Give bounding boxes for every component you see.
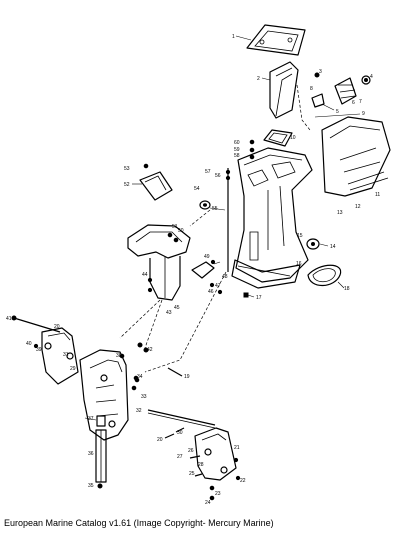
part-cross-shaft xyxy=(147,409,216,429)
label-8: 8 xyxy=(310,86,313,92)
part-small-hardware xyxy=(147,277,223,295)
label-31: 31 xyxy=(63,352,69,358)
part-side-cover xyxy=(321,116,391,197)
label-15: 15 xyxy=(297,233,303,239)
label-30: 30 xyxy=(177,430,183,436)
label-43: 43 xyxy=(166,310,172,316)
part-tilt-tube xyxy=(84,415,107,489)
label-60: 60 xyxy=(234,140,240,146)
part-top-gasket xyxy=(235,24,306,56)
label-53: 53 xyxy=(124,166,130,172)
label-27: 27 xyxy=(177,454,183,460)
label-23: 23 xyxy=(215,491,221,497)
label-26: 26 xyxy=(188,448,194,454)
part-bumper-pad xyxy=(132,163,173,201)
label-46: 46 xyxy=(208,289,214,295)
part-driveshaft-housing xyxy=(235,147,313,283)
label-59: 59 xyxy=(234,147,240,153)
label-40: 40 xyxy=(26,341,32,347)
assembly-lines xyxy=(119,84,311,373)
label-37: 37 xyxy=(88,416,94,422)
label-13: 13 xyxy=(337,210,343,216)
label-39: 39 xyxy=(36,347,42,353)
label-11: 11 xyxy=(375,192,380,198)
part-seal-strip xyxy=(314,113,361,118)
label-56: 56 xyxy=(215,173,221,179)
label-22: 22 xyxy=(240,478,246,484)
label-12: 12 xyxy=(355,204,361,210)
label-9: 9 xyxy=(362,111,365,117)
part-ring-seal xyxy=(307,264,345,289)
label-34: 34 xyxy=(137,374,143,380)
part-stern-bracket xyxy=(79,349,139,441)
label-35: 35 xyxy=(88,483,94,489)
part-center-left-hardware xyxy=(119,342,149,383)
part-screw-17 xyxy=(243,292,255,298)
label-20b: 20 xyxy=(157,437,163,443)
label-19: 19 xyxy=(184,374,190,380)
label-33: 33 xyxy=(141,394,147,400)
label-45: 45 xyxy=(174,305,180,311)
label-38: 38 xyxy=(116,353,122,359)
label-51: 51 xyxy=(172,224,178,230)
part-pin-19 xyxy=(167,367,183,377)
label-54: 54 xyxy=(194,186,200,192)
label-28: 28 xyxy=(198,462,204,468)
label-41: 41 xyxy=(6,316,12,322)
part-center-studs xyxy=(225,139,255,181)
label-20a: 20 xyxy=(54,324,60,330)
part-anode-plate xyxy=(231,259,301,289)
part-lower-screws xyxy=(164,427,215,501)
label-58: 58 xyxy=(234,153,240,159)
label-36: 36 xyxy=(88,451,94,457)
part-shift-boot xyxy=(311,72,371,111)
part-stud xyxy=(209,168,229,272)
label-10: 10 xyxy=(290,135,296,141)
label-47: 47 xyxy=(215,283,221,289)
label-4: 4 xyxy=(370,74,373,80)
label-50: 50 xyxy=(178,228,184,234)
label-29: 29 xyxy=(70,366,76,372)
label-57: 57 xyxy=(205,169,211,175)
part-swivel-bracket xyxy=(127,224,191,301)
label-44: 44 xyxy=(142,272,148,278)
part-left-clamp-bracket xyxy=(33,327,79,385)
label-48: 48 xyxy=(222,274,228,280)
label-49: 49 xyxy=(204,254,210,260)
part-number-labels: 1 2 3 4 5 6 7 8 9 10 11 12 13 14 15 16 1… xyxy=(6,34,380,506)
label-5: 5 xyxy=(336,109,339,115)
part-washer xyxy=(199,200,211,210)
label-52: 52 xyxy=(124,182,130,188)
label-1: 1 xyxy=(232,34,235,40)
label-55: 55 xyxy=(212,206,218,212)
catalog-caption: European Marine Catalog v1.61 (Image Cop… xyxy=(4,518,274,528)
label-7: 7 xyxy=(359,99,362,105)
part-gasket-10 xyxy=(263,129,293,147)
label-42: 42 xyxy=(147,347,153,353)
label-16: 16 xyxy=(296,261,302,267)
part-exhaust-tube xyxy=(261,61,299,119)
part-bushing xyxy=(306,238,329,250)
label-18: 18 xyxy=(344,286,350,292)
part-bracket-block xyxy=(191,259,221,279)
part-right-clamp-bracket xyxy=(194,427,241,481)
label-32: 32 xyxy=(136,408,142,414)
label-24: 24 xyxy=(205,500,211,506)
label-3: 3 xyxy=(319,69,322,75)
label-25: 25 xyxy=(189,471,195,477)
label-14: 14 xyxy=(330,244,336,250)
label-17: 17 xyxy=(256,295,262,301)
label-2: 2 xyxy=(257,76,260,82)
label-6: 6 xyxy=(352,100,355,106)
label-21: 21 xyxy=(234,445,240,451)
